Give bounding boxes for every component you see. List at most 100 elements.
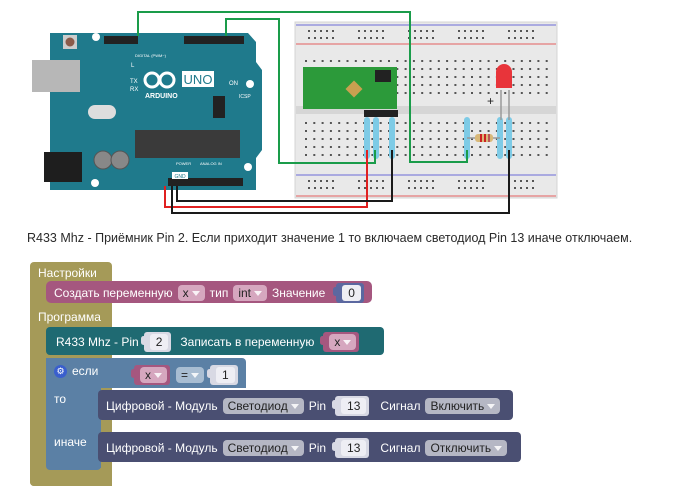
led-plus-label: + xyxy=(487,94,494,108)
chevron-down-icon xyxy=(154,372,162,378)
then-module-dropdown[interactable]: Светодиод xyxy=(222,398,304,414)
receiver-pin-socket: 2 xyxy=(140,332,172,352)
wire-green-pin13 xyxy=(137,11,468,163)
breadboard-hole xyxy=(371,122,374,124)
variable-name-dropdown[interactable]: x xyxy=(177,285,205,301)
condition-compare-block[interactable]: x = 1 xyxy=(130,362,240,385)
breadboard-hole xyxy=(512,130,515,132)
breadboard-hole xyxy=(429,154,432,156)
breadboard-hole xyxy=(529,76,532,78)
digital-module-on-block[interactable]: Цифровой - Модуль Светодиод Pin 13 Сигна… xyxy=(98,390,513,420)
breadboard-hole xyxy=(537,154,540,156)
digital-module-off-block[interactable]: Цифровой - Модуль Светодиод Pin 13 Сигна… xyxy=(98,432,521,462)
breadboard-hole xyxy=(326,30,328,32)
breadboard-hole xyxy=(437,84,440,86)
breadboard-hole xyxy=(446,68,449,70)
breadboard-hole xyxy=(305,154,307,156)
then-pin-input[interactable]: 13 xyxy=(341,398,367,414)
breadboard-hole xyxy=(420,180,422,182)
breadboard-hole xyxy=(514,30,516,32)
breadboard-hole xyxy=(376,37,378,39)
gear-icon[interactable]: ⚙ xyxy=(54,364,67,378)
then-signal-dropdown[interactable]: Включить xyxy=(425,398,501,414)
else-pin-input[interactable]: 13 xyxy=(341,440,367,456)
breadboard-hole xyxy=(487,122,490,124)
variable-type-dropdown[interactable]: int xyxy=(233,285,268,301)
breadboard-hole xyxy=(346,60,349,62)
breadboard-highlights xyxy=(364,117,512,159)
breadboard-hole xyxy=(396,92,399,94)
variable-name-value: x xyxy=(182,286,189,300)
breadboard-hole xyxy=(321,154,324,156)
breadboard-hole xyxy=(487,92,490,94)
breadboard-hole xyxy=(396,60,399,62)
breadboard-hole xyxy=(320,180,322,182)
breadboard-hole xyxy=(412,60,415,62)
breadboard-hole xyxy=(487,130,490,132)
write-variable-dropdown[interactable]: x xyxy=(329,334,357,350)
breadboard-hole xyxy=(512,60,515,62)
breadboard-hole xyxy=(462,60,465,62)
breadboard-hole xyxy=(412,92,415,94)
condition-var-dropdown[interactable]: x xyxy=(140,367,167,383)
breadboard-hole xyxy=(321,146,324,148)
breadboard-hole xyxy=(462,122,465,124)
breadboard-hole xyxy=(532,187,534,189)
breadboard-hole xyxy=(471,138,473,140)
then-signal-label: Сигнал xyxy=(380,399,421,413)
breadboard-hole xyxy=(396,146,399,148)
breadboard-hole xyxy=(529,138,532,140)
breadboard-hole xyxy=(358,37,360,39)
condition-value-input[interactable]: 1 xyxy=(216,367,235,383)
breadboard-hole xyxy=(313,146,316,148)
initial-value-input[interactable]: 0 xyxy=(342,285,361,301)
wires xyxy=(137,11,510,214)
breadboard-hole xyxy=(537,92,540,94)
breadboard-hole xyxy=(326,37,328,39)
breadboard-hole xyxy=(462,76,465,78)
create-variable-block[interactable]: Создать переменную x тип int Значение 0 xyxy=(46,281,372,303)
else-module-value: Светодиод xyxy=(227,441,288,455)
breadboard-hole xyxy=(471,122,473,124)
breadboard-hole xyxy=(470,30,472,32)
breadboard-hole xyxy=(454,130,457,132)
breadboard-hole xyxy=(329,154,332,156)
breadboard-hole xyxy=(370,187,372,189)
breadboard-hole xyxy=(313,130,316,132)
breadboard-hole xyxy=(446,92,449,94)
digital-module-label: Цифровой - Модуль xyxy=(106,399,218,413)
breadboard-hole xyxy=(429,122,432,124)
else-pin-socket: 13 xyxy=(332,438,370,458)
breadboard-hole xyxy=(379,60,382,62)
breadboard-hole xyxy=(404,146,407,148)
chevron-down-icon xyxy=(191,290,200,296)
power-jack xyxy=(44,152,82,182)
breadboard-hole xyxy=(471,76,473,78)
breadboard-hole xyxy=(514,187,516,189)
breadboard-hole xyxy=(437,146,440,148)
breadboard-hole xyxy=(314,187,316,189)
else-module-dropdown[interactable]: Светодиод xyxy=(222,440,304,456)
breadboard-hole xyxy=(305,60,307,62)
breadboard-hole xyxy=(471,68,473,70)
breadboard-hole xyxy=(446,122,449,124)
analog-header xyxy=(197,178,243,186)
crystal xyxy=(88,105,116,119)
chevron-down-icon xyxy=(290,403,299,409)
breadboard-hole xyxy=(338,138,341,140)
breadboard-hole xyxy=(364,180,366,182)
breadboard-hole xyxy=(532,180,534,182)
breadboard-hole xyxy=(454,68,457,70)
breadboard-hole xyxy=(314,180,316,182)
receiver-pin-input[interactable]: 2 xyxy=(149,334,169,350)
breadboard-hole xyxy=(313,60,316,62)
breadboard-hole xyxy=(396,130,399,132)
breadboard-hole xyxy=(396,68,399,70)
breadboard-hole xyxy=(396,122,399,124)
breadboard-hole xyxy=(545,146,548,148)
r433-receiver-block[interactable]: R433 Mhz - Pin 2 Записать в переменную x xyxy=(46,327,384,355)
breadboard-hole xyxy=(363,60,366,62)
compare-operator-dropdown[interactable]: = xyxy=(176,367,205,383)
breadboard-hole xyxy=(404,84,407,86)
else-signal-dropdown[interactable]: Отключить xyxy=(425,440,508,456)
